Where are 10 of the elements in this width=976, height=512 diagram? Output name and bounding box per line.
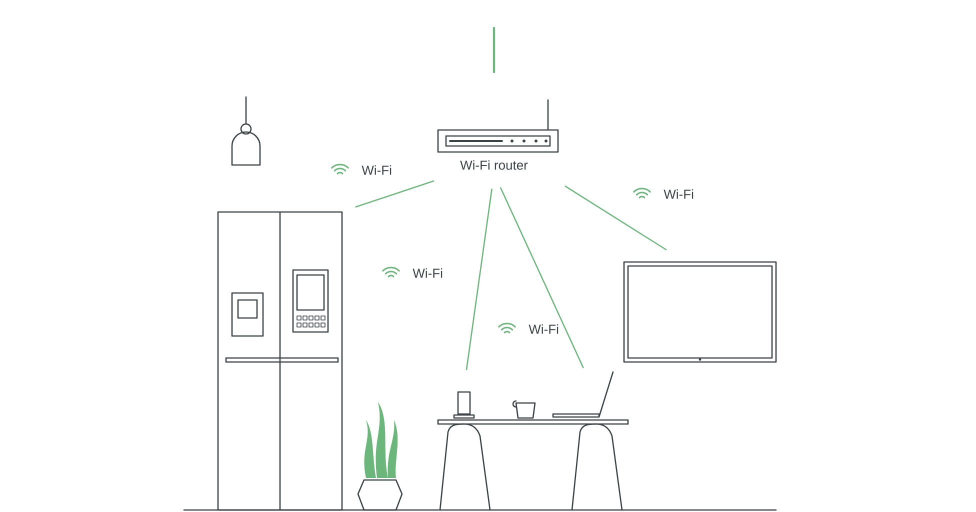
phone-drawing xyxy=(453,391,475,419)
laptop-drawing xyxy=(552,371,614,418)
fridge-drawing xyxy=(217,211,343,511)
edge-label: Wi-Fi xyxy=(664,189,694,199)
tv-drawing xyxy=(623,261,777,363)
edge-label: Wi-Fi xyxy=(412,268,442,278)
edge-label: Wi-Fi xyxy=(528,324,558,334)
edge-label: Wi-Fi xyxy=(362,165,392,175)
router-drawing: Wi-Fi router xyxy=(437,99,559,170)
node-label: Wi-Fi router xyxy=(460,160,528,170)
